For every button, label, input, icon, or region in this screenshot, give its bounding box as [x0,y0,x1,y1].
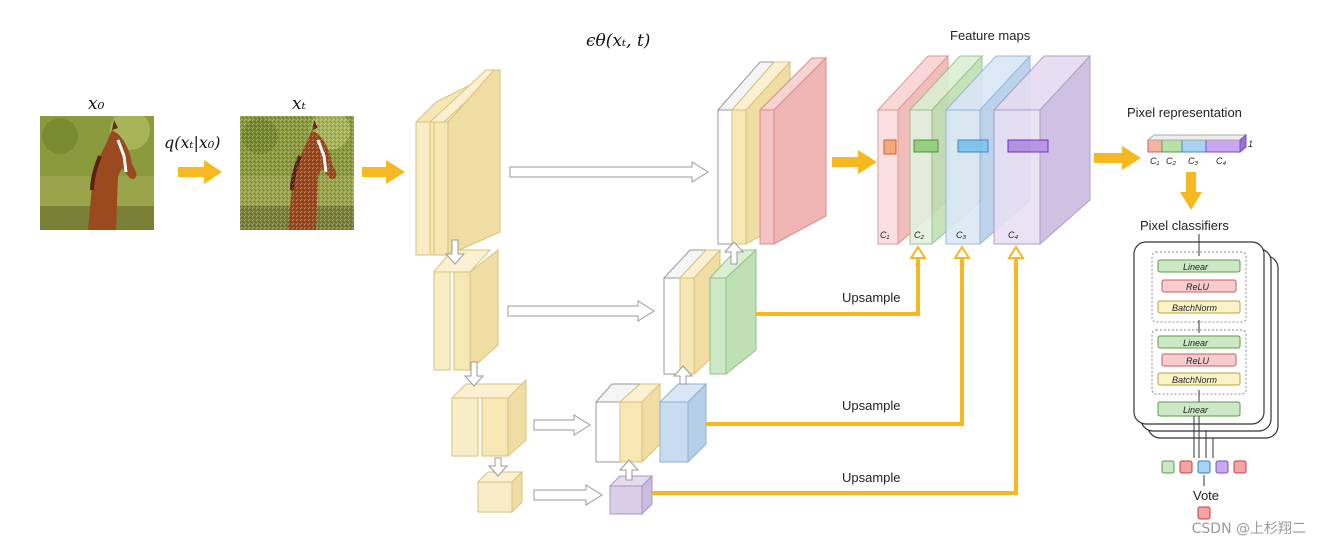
epsilon-label: ϵθ(xₜ, t) [586,31,650,51]
vote-result [1197,506,1211,520]
encoder-block-1 [415,69,502,256]
up-arrow-2 [672,365,694,385]
arrow-to-feature-maps [832,150,877,174]
upsample-label-2: Upsample [842,398,901,413]
arrow-q [178,160,222,184]
xt-label: xₜ [292,94,307,114]
layer-batchnorm-1: BatchNorm [1172,303,1218,313]
down-arrow-2 [463,361,485,387]
pixel-vector-dim: 1 [1248,139,1253,149]
layer-relu-1: ReLU [1186,282,1210,292]
upsample-arrowhead-1 [909,245,927,259]
feature-map-label-2: C₂ [914,230,924,240]
classifier-output-lines [1193,416,1214,458]
classifier-stack [1133,234,1279,439]
bottleneck-block [476,470,524,514]
upsample-path-3 [652,258,1018,495]
decoder-block-2 [662,248,758,376]
arrow-into-unet [362,160,405,184]
pixel-vector-label-3: C₃ [1188,156,1198,166]
arrow-to-classifiers [1180,172,1202,210]
pixel-representation-vector [1146,133,1248,154]
pixel-vector-label-2: C₂ [1166,156,1176,166]
upsample-path-2 [706,258,964,426]
upsample-arrowhead-2 [953,245,971,259]
pixel-classifiers-title: Pixel classifiers [1140,218,1229,233]
layer-batchnorm-2: BatchNorm [1172,375,1218,385]
skip-arrow-4 [533,484,603,506]
vote-label: Vote [1193,488,1219,503]
horse-photo-clean [40,116,154,230]
layer-relu-2: ReLU [1186,356,1210,366]
feature-maps-title: Feature maps [950,28,1031,43]
q-label: q(xₜ|x₀) [164,133,221,152]
feature-map-label-4: C₄ [1008,230,1018,240]
upsample-path-1 [756,258,920,316]
down-arrow-1 [444,239,466,265]
upsample-label-1: Upsample [842,290,901,305]
encoder-block-2 [432,248,499,372]
skip-arrow-3 [533,414,591,436]
classifier-output-votes [1161,460,1247,474]
layer-linear-3: Linear [1183,405,1209,415]
layer-linear-2: Linear [1183,338,1209,348]
pixel-representation-title: Pixel representation [1127,105,1242,120]
arrow-to-pixel-rep [1094,146,1141,170]
decoder-block-4 [608,474,654,516]
decoder-block-1 [716,56,828,245]
upsample-label-3: Upsample [842,470,901,485]
up-arrow-1 [723,241,745,265]
encoder-block-3 [450,378,527,458]
skip-arrow-1 [509,161,709,183]
pixel-vector-label-4: C₄ [1216,156,1226,166]
feature-map-label-1: C₁ [880,230,889,240]
feature-map-purple [992,54,1092,246]
upsample-arrowhead-3 [1007,245,1025,259]
up-arrow-3 [618,459,640,481]
skip-arrow-2 [507,300,655,322]
x0-label: x₀ [88,94,105,114]
decoder-block-3 [594,382,708,464]
watermark: CSDN @上杉翔二 [1191,521,1306,537]
feature-map-label-3: C₃ [956,230,966,240]
horse-photo-noisy [240,116,354,230]
down-arrow-3 [487,457,509,477]
layer-linear-1: Linear [1183,262,1209,272]
pixel-vector-label-1: C₁ [1150,156,1159,166]
